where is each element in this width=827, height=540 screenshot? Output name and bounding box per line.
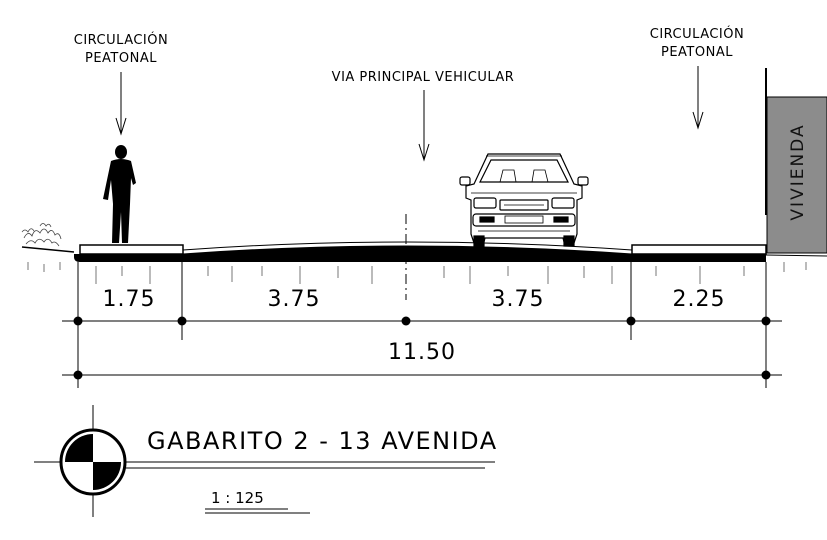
pedestrian-figure	[103, 145, 136, 243]
sidewalk-right	[631, 244, 767, 255]
dimension-lane-right: 3.75	[492, 287, 545, 312]
building-label: VIVIENDA	[788, 123, 808, 220]
building-vivienda: VIVIENDA	[765, 68, 827, 254]
label-pedestrian-left: CIRCULACIÓN PEATONAL	[74, 32, 168, 136]
vegetation-icon	[21, 223, 62, 247]
dimension-sidewalk-left: 1.75	[103, 287, 156, 312]
car-figure	[459, 153, 589, 247]
label-pedestrian-left-line2: PEATONAL	[85, 51, 157, 66]
dimension-total: 11.50	[388, 340, 456, 365]
dimension-dots	[73, 316, 771, 380]
label-pedestrian-right-line2: PEATONAL	[661, 45, 733, 60]
label-vehicular: VIA PRINCIPAL VEHICULAR	[332, 70, 515, 162]
drawing-title: GABARITO 2 - 13 AVENIDA	[147, 427, 498, 455]
sidewalk-left	[79, 244, 184, 255]
label-pedestrian-right: CIRCULACIÓN PEATONAL	[650, 26, 744, 130]
dimension-sidewalk-right: 2.25	[673, 287, 726, 312]
label-vehicular-text: VIA PRINCIPAL VEHICULAR	[332, 70, 515, 85]
drawing-scale: 1 : 125	[211, 489, 264, 507]
road-profile	[21, 214, 827, 300]
dimension-lane-left: 3.75	[268, 287, 321, 312]
section-symbol-icon	[59, 428, 127, 496]
label-pedestrian-left-line1: CIRCULACIÓN	[74, 32, 168, 48]
title-block: GABARITO 2 - 13 AVENIDA 1 : 125	[34, 405, 498, 517]
label-pedestrian-right-line1: CIRCULACIÓN	[650, 26, 744, 42]
dimension-lines	[62, 262, 782, 388]
